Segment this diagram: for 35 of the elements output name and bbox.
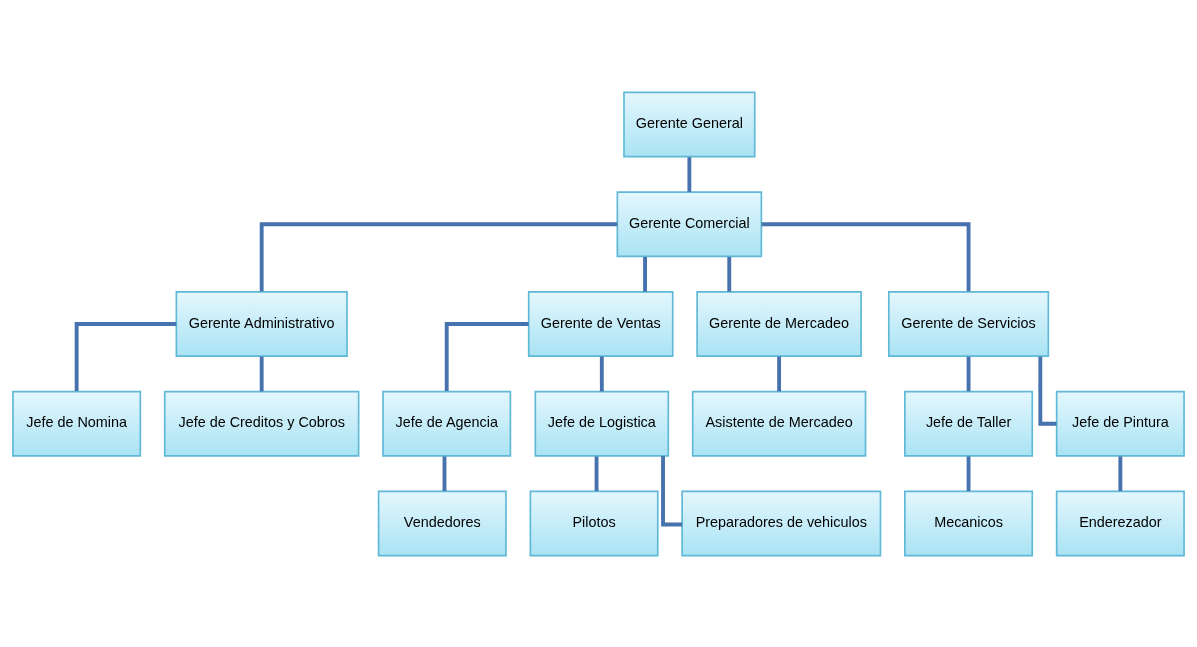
connector <box>599 356 604 391</box>
node-box: Preparadores de vehiculos <box>681 490 882 556</box>
connector <box>661 455 683 526</box>
connector <box>444 321 529 391</box>
connector <box>1038 356 1057 426</box>
node-box: Gerente de Ventas <box>527 290 674 357</box>
node-box: Gerente de Servicios <box>887 290 1050 357</box>
connector <box>442 455 447 491</box>
node-box: Vendedores <box>377 490 507 556</box>
node-box: Enderezador <box>1055 490 1185 556</box>
connector <box>643 256 647 292</box>
connector <box>259 356 264 391</box>
connector <box>1118 455 1123 491</box>
node-box: Jefe de Logistica <box>534 390 670 457</box>
node-box: Jefe de Pintura <box>1055 390 1185 457</box>
connector <box>259 221 618 291</box>
node-box: Gerente Comercial <box>616 190 763 257</box>
connector <box>966 455 971 491</box>
node-box: Mecanicos <box>904 490 1034 556</box>
node-box: Asistente de Mercadeo <box>691 390 867 457</box>
node-box: Gerente Administrativo <box>175 290 348 357</box>
node-box: Gerente de Mercadeo <box>696 290 862 357</box>
node-box: Jefe de Taller <box>904 390 1034 457</box>
node-box: Jefe de Agencia <box>382 390 512 457</box>
connector <box>966 356 971 391</box>
node-box: Pilotos <box>529 490 659 556</box>
node-box: Gerente General <box>623 91 756 157</box>
connector <box>727 256 732 292</box>
connector <box>687 156 692 192</box>
node-box: Jefe de Creditos y Cobros <box>163 390 360 457</box>
node-box: Jefe de Nomina <box>12 390 142 457</box>
connector <box>74 321 177 391</box>
connector <box>777 356 782 391</box>
connector <box>594 455 599 491</box>
connector <box>761 221 971 291</box>
